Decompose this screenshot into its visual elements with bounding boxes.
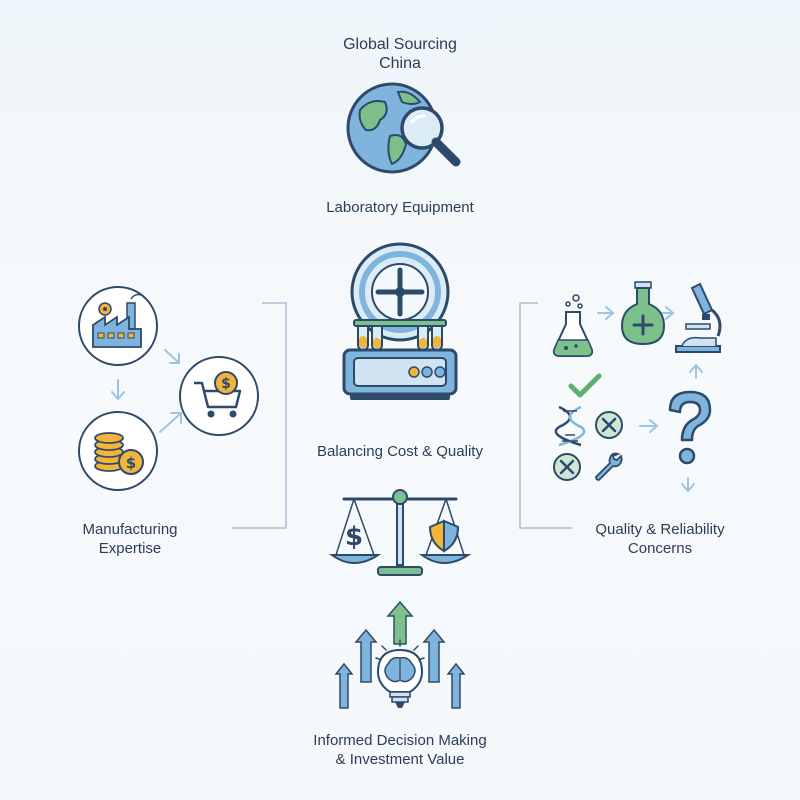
centrifuge-icon bbox=[342, 242, 458, 400]
balancing-label: Balancing Cost & Quality bbox=[317, 443, 483, 460]
svg-text:$: $ bbox=[126, 454, 136, 472]
svg-text:$: $ bbox=[345, 522, 363, 552]
check-icon bbox=[568, 373, 602, 398]
flask-icon bbox=[552, 294, 594, 357]
decision-label: Informed Decision Making & Investment Va… bbox=[250, 731, 550, 769]
manufacturing-label: Manufacturing Expertise bbox=[50, 520, 210, 558]
x-circle-icon bbox=[595, 411, 623, 439]
title-line-2: China bbox=[379, 55, 421, 72]
globe-magnifier-icon bbox=[346, 82, 461, 174]
title-line-1: Global Sourcing bbox=[343, 36, 457, 53]
quality-label: Quality & Reliability Concerns bbox=[560, 520, 760, 558]
question-mark-icon bbox=[668, 390, 712, 465]
diagram-title: Global Sourcing China bbox=[300, 35, 500, 73]
lab-equipment-label: Laboratory Equipment bbox=[326, 199, 474, 216]
dna-icon bbox=[554, 405, 586, 447]
shopping-cart-dollar-icon: $ bbox=[179, 356, 259, 436]
flask-medical-icon bbox=[620, 281, 666, 346]
coins-dollar-icon: $ bbox=[78, 411, 158, 491]
balance-scale-icon: $ bbox=[328, 489, 472, 576]
quality-line-2: Concerns bbox=[627, 540, 693, 557]
decision-line-2: & Investment Value bbox=[335, 751, 465, 768]
x-circle-icon-2 bbox=[553, 453, 581, 481]
brain-bulb-icon bbox=[334, 600, 466, 709]
wrench-icon bbox=[595, 452, 623, 481]
manufacturing-line-1: Manufacturing bbox=[82, 521, 178, 538]
decision-line-1: Informed Decision Making bbox=[313, 732, 487, 749]
svg-text:$: $ bbox=[221, 376, 231, 392]
microscope-icon bbox=[675, 282, 722, 353]
manufacturing-line-2: Expertise bbox=[98, 540, 162, 557]
factory-icon bbox=[78, 286, 158, 366]
quality-line-1: Quality & Reliability bbox=[595, 521, 725, 538]
